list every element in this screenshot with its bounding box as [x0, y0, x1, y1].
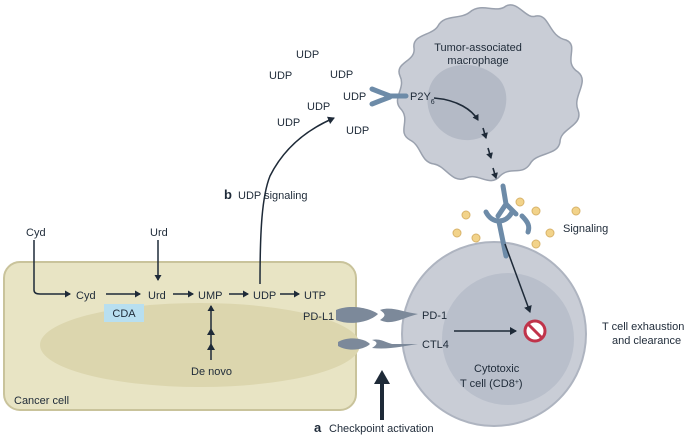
- udp-molecules: UDP UDP UDP UDP UDP UDP UDP: [269, 49, 369, 137]
- cyd-uptake-arrow: [33, 240, 71, 298]
- cancer-cell: [3, 261, 360, 411]
- macrophage-label-line1: Tumor-associated: [434, 42, 522, 54]
- pathway-b-text: UDP signaling: [238, 190, 308, 202]
- ctl4-ligand: [338, 338, 370, 350]
- udp-molecule: UDP: [307, 101, 330, 113]
- udp-molecule: UDP: [269, 70, 292, 82]
- pd1-label: PD-1: [422, 310, 447, 322]
- macrophage-tcell-receptors: [483, 183, 532, 259]
- cyd-outside: Cyd: [26, 227, 46, 239]
- pdl1-label: PD-L1: [303, 311, 334, 323]
- checkpoint-arrow-head: [374, 370, 390, 384]
- cda-enzyme-box: [104, 304, 144, 322]
- cda-enzyme-label: CDA: [112, 308, 136, 320]
- utp-label: UTP: [304, 290, 326, 302]
- ctl4-label: CTL4: [422, 339, 449, 351]
- signaling-to-inhibition-arrow: [504, 243, 532, 313]
- udp-molecule: UDP: [296, 49, 319, 61]
- macrophage-label-line2: macrophage: [447, 55, 508, 67]
- macrophage-signaling: [433, 97, 498, 179]
- p2y6-label: P2Y6: [410, 91, 435, 106]
- ctl4-protein: [372, 339, 418, 349]
- cancer-cell-label: Cancer cell: [14, 395, 69, 407]
- macrophage: [396, 4, 583, 182]
- pdl1-protein: [336, 307, 378, 323]
- de-novo-label: De novo: [191, 366, 232, 378]
- pathway-a-text: Checkpoint activation: [329, 423, 434, 435]
- udp-molecule: UDP: [330, 69, 353, 81]
- outcome-line1: T cell exhaustion: [602, 321, 684, 333]
- udp-molecule: UDP: [346, 125, 369, 137]
- pathway-b-letter: b: [224, 187, 232, 202]
- outcome-line2: and clearance: [612, 335, 681, 347]
- t-cell: [401, 241, 587, 427]
- udp-molecule: UDP: [277, 117, 300, 129]
- udp-molecule: UDP: [343, 91, 366, 103]
- metabolite-labels: Cyd Urd Cyd Urd UMP UDP UTP De novo: [26, 227, 326, 378]
- p2y6-receptor: [369, 86, 409, 107]
- inhibition-icon: [523, 319, 547, 343]
- tcell-label-line2: T cell (CD8+): [460, 378, 523, 390]
- pathway-a-letter: a: [314, 420, 322, 435]
- urd-outside: Urd: [150, 227, 168, 239]
- signaling-label: Signaling: [563, 223, 608, 235]
- ump-label: UMP: [198, 290, 222, 302]
- urd-inside: Urd: [148, 290, 166, 302]
- cyd-inside: Cyd: [76, 290, 96, 302]
- de-novo-arrow-heads: [207, 328, 215, 350]
- udp-label: UDP: [253, 290, 276, 302]
- pd1-protein: [380, 308, 418, 323]
- secreted-factors: [452, 197, 581, 249]
- tcell-label-line1: Cytotoxic: [474, 363, 520, 375]
- udp-signaling-arrow: [259, 116, 335, 285]
